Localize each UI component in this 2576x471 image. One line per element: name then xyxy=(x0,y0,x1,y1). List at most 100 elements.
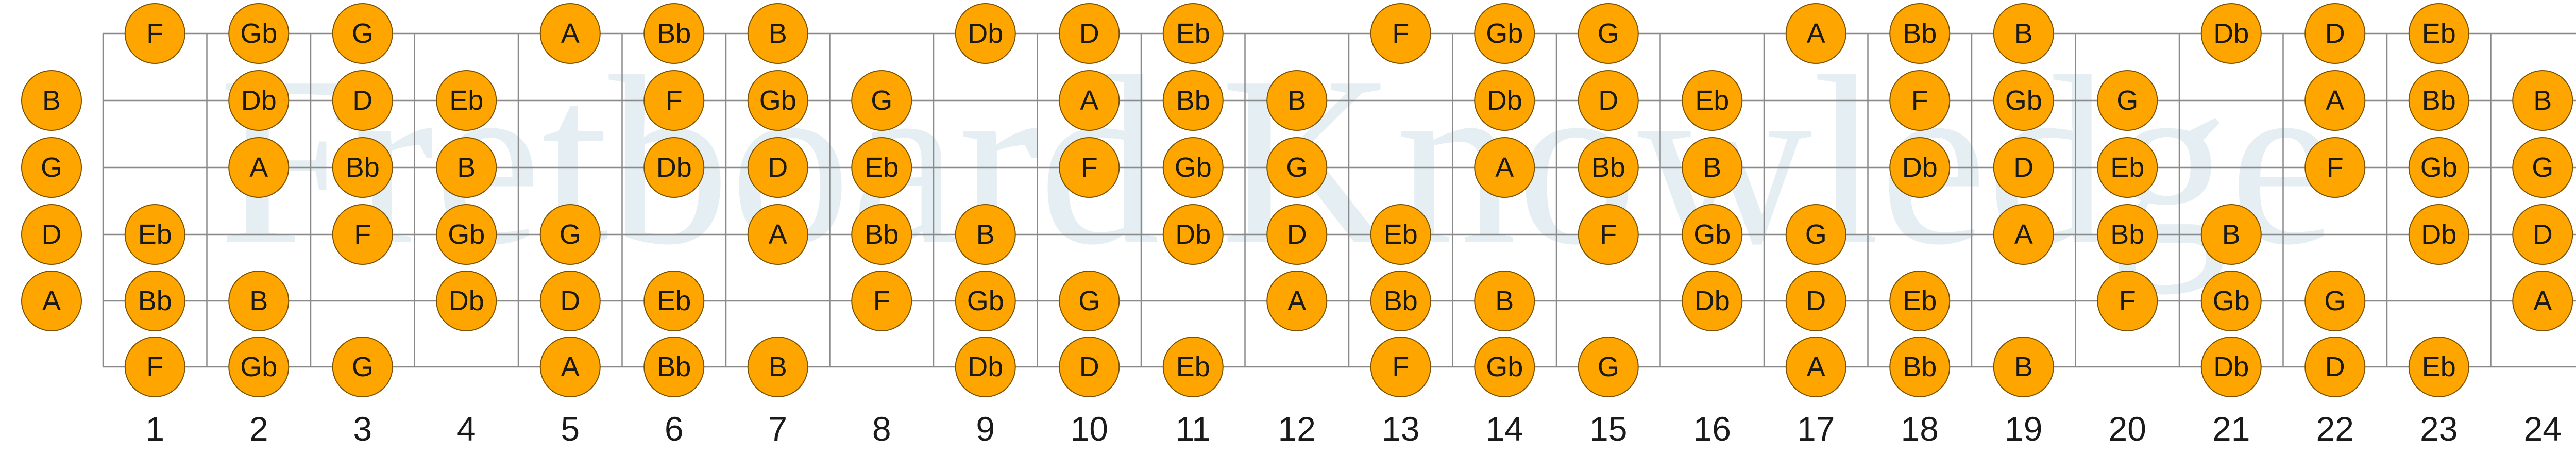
note-label: D xyxy=(1079,18,1099,49)
note-circle xyxy=(2200,204,2262,265)
note-circle xyxy=(332,204,393,265)
note-marker: D xyxy=(1266,204,1328,265)
fret-number: 4 xyxy=(457,410,476,448)
note-circle xyxy=(21,204,82,265)
fret-number: 9 xyxy=(976,410,995,448)
note-circle xyxy=(228,137,290,198)
note-label: G xyxy=(2116,85,2138,116)
fret-number: 14 xyxy=(1486,410,1523,448)
note-marker: B xyxy=(1474,271,1535,331)
note-label: F xyxy=(1392,351,1409,382)
note-marker: F xyxy=(2304,137,2366,198)
note-label: Bb xyxy=(1384,285,1418,316)
note-circle xyxy=(955,204,1016,265)
note-marker: A xyxy=(21,271,82,331)
note-circle xyxy=(436,204,497,265)
note-circle xyxy=(851,271,912,331)
note-label: Eb xyxy=(1176,351,1210,382)
note-label: D xyxy=(352,85,372,116)
note-label: Gb xyxy=(967,285,1004,316)
note-label: D xyxy=(1598,85,1618,116)
fret-number: 22 xyxy=(2316,410,2354,448)
note-marker: B xyxy=(2200,204,2262,265)
fret-number: 3 xyxy=(353,410,372,448)
note-circle xyxy=(747,337,808,397)
note-marker: Gb xyxy=(2200,271,2262,331)
note-marker: F xyxy=(332,204,393,265)
note-label: A xyxy=(2014,219,2033,250)
note-circle xyxy=(1474,337,1535,397)
note-circle xyxy=(539,3,601,64)
note-circle xyxy=(1474,137,1535,198)
note-circle xyxy=(1370,3,1431,64)
fretboard-grid xyxy=(102,32,2576,368)
note-label: Bb xyxy=(1903,18,1937,49)
note-label: Gb xyxy=(2005,85,2042,116)
note-circle xyxy=(747,70,808,131)
note-marker: Gb xyxy=(1162,137,1224,198)
note-label: A xyxy=(1080,85,1098,116)
note-marker: F xyxy=(1889,70,1951,131)
note-label: Db xyxy=(2421,219,2456,250)
note-circle xyxy=(1266,204,1328,265)
note-circle xyxy=(747,204,808,265)
note-marker: A xyxy=(2512,271,2573,331)
note-marker: Bb xyxy=(851,204,912,265)
note-label: Gb xyxy=(1175,152,1212,183)
note-marker: G xyxy=(332,337,393,397)
note-label: A xyxy=(1807,351,1825,382)
note-circle xyxy=(1162,3,1224,64)
note-label: Eb xyxy=(2422,351,2456,382)
note-circle xyxy=(1474,3,1535,64)
note-label: Eb xyxy=(138,219,172,250)
note-circle xyxy=(332,70,393,131)
note-label: D xyxy=(42,219,62,250)
fret-number: 7 xyxy=(768,410,787,448)
note-marker: G xyxy=(851,70,912,131)
note-label: Gb xyxy=(240,18,277,49)
note-label: B xyxy=(1495,285,1514,316)
note-marker: Db xyxy=(1682,271,1743,331)
note-label: A xyxy=(1495,152,1514,183)
note-circle xyxy=(2304,3,2366,64)
note-marker: Bb xyxy=(1889,337,1951,397)
note-marker: Gb xyxy=(1474,337,1535,397)
note-circle xyxy=(2408,137,2469,198)
note-circle xyxy=(1474,70,1535,131)
note-marker: D xyxy=(21,204,82,265)
note-label: Bb xyxy=(1176,85,1210,116)
note-label: A xyxy=(1287,285,1306,316)
note-marker: F xyxy=(1370,3,1431,64)
fret-number: 19 xyxy=(2005,410,2042,448)
note-marker: B xyxy=(228,271,290,331)
note-marker: Gb xyxy=(1993,70,2054,131)
note-marker: Db xyxy=(1162,204,1224,265)
note-marker: D xyxy=(1059,3,1120,64)
note-circle xyxy=(2200,271,2262,331)
note-label: Db xyxy=(2213,351,2249,382)
note-label: F xyxy=(1911,85,1928,116)
note-circle xyxy=(643,337,705,397)
note-label: F xyxy=(146,351,163,382)
note-circle xyxy=(1578,204,1639,265)
note-label: Gb xyxy=(1486,351,1523,382)
fret-number: 5 xyxy=(561,410,580,448)
note-label: D xyxy=(1806,285,1826,316)
note-circle xyxy=(124,3,185,64)
note-label: Db xyxy=(968,351,1003,382)
note-marker: D xyxy=(1059,337,1120,397)
note-circle xyxy=(1370,337,1431,397)
fret-number: 20 xyxy=(2109,410,2146,448)
note-circle xyxy=(1059,70,1120,131)
note-circle xyxy=(1785,3,1846,64)
note-marker: Gb xyxy=(955,271,1016,331)
note-marker: D xyxy=(1993,137,2054,198)
note-circle xyxy=(2200,3,2262,64)
note-label: G xyxy=(1286,152,1308,183)
note-marker: A xyxy=(747,204,808,265)
note-label: D xyxy=(2325,351,2345,382)
note-circle xyxy=(228,3,290,64)
note-label: F xyxy=(2119,285,2136,316)
note-circle xyxy=(2304,70,2366,131)
note-marker: Eb xyxy=(1162,337,1224,397)
